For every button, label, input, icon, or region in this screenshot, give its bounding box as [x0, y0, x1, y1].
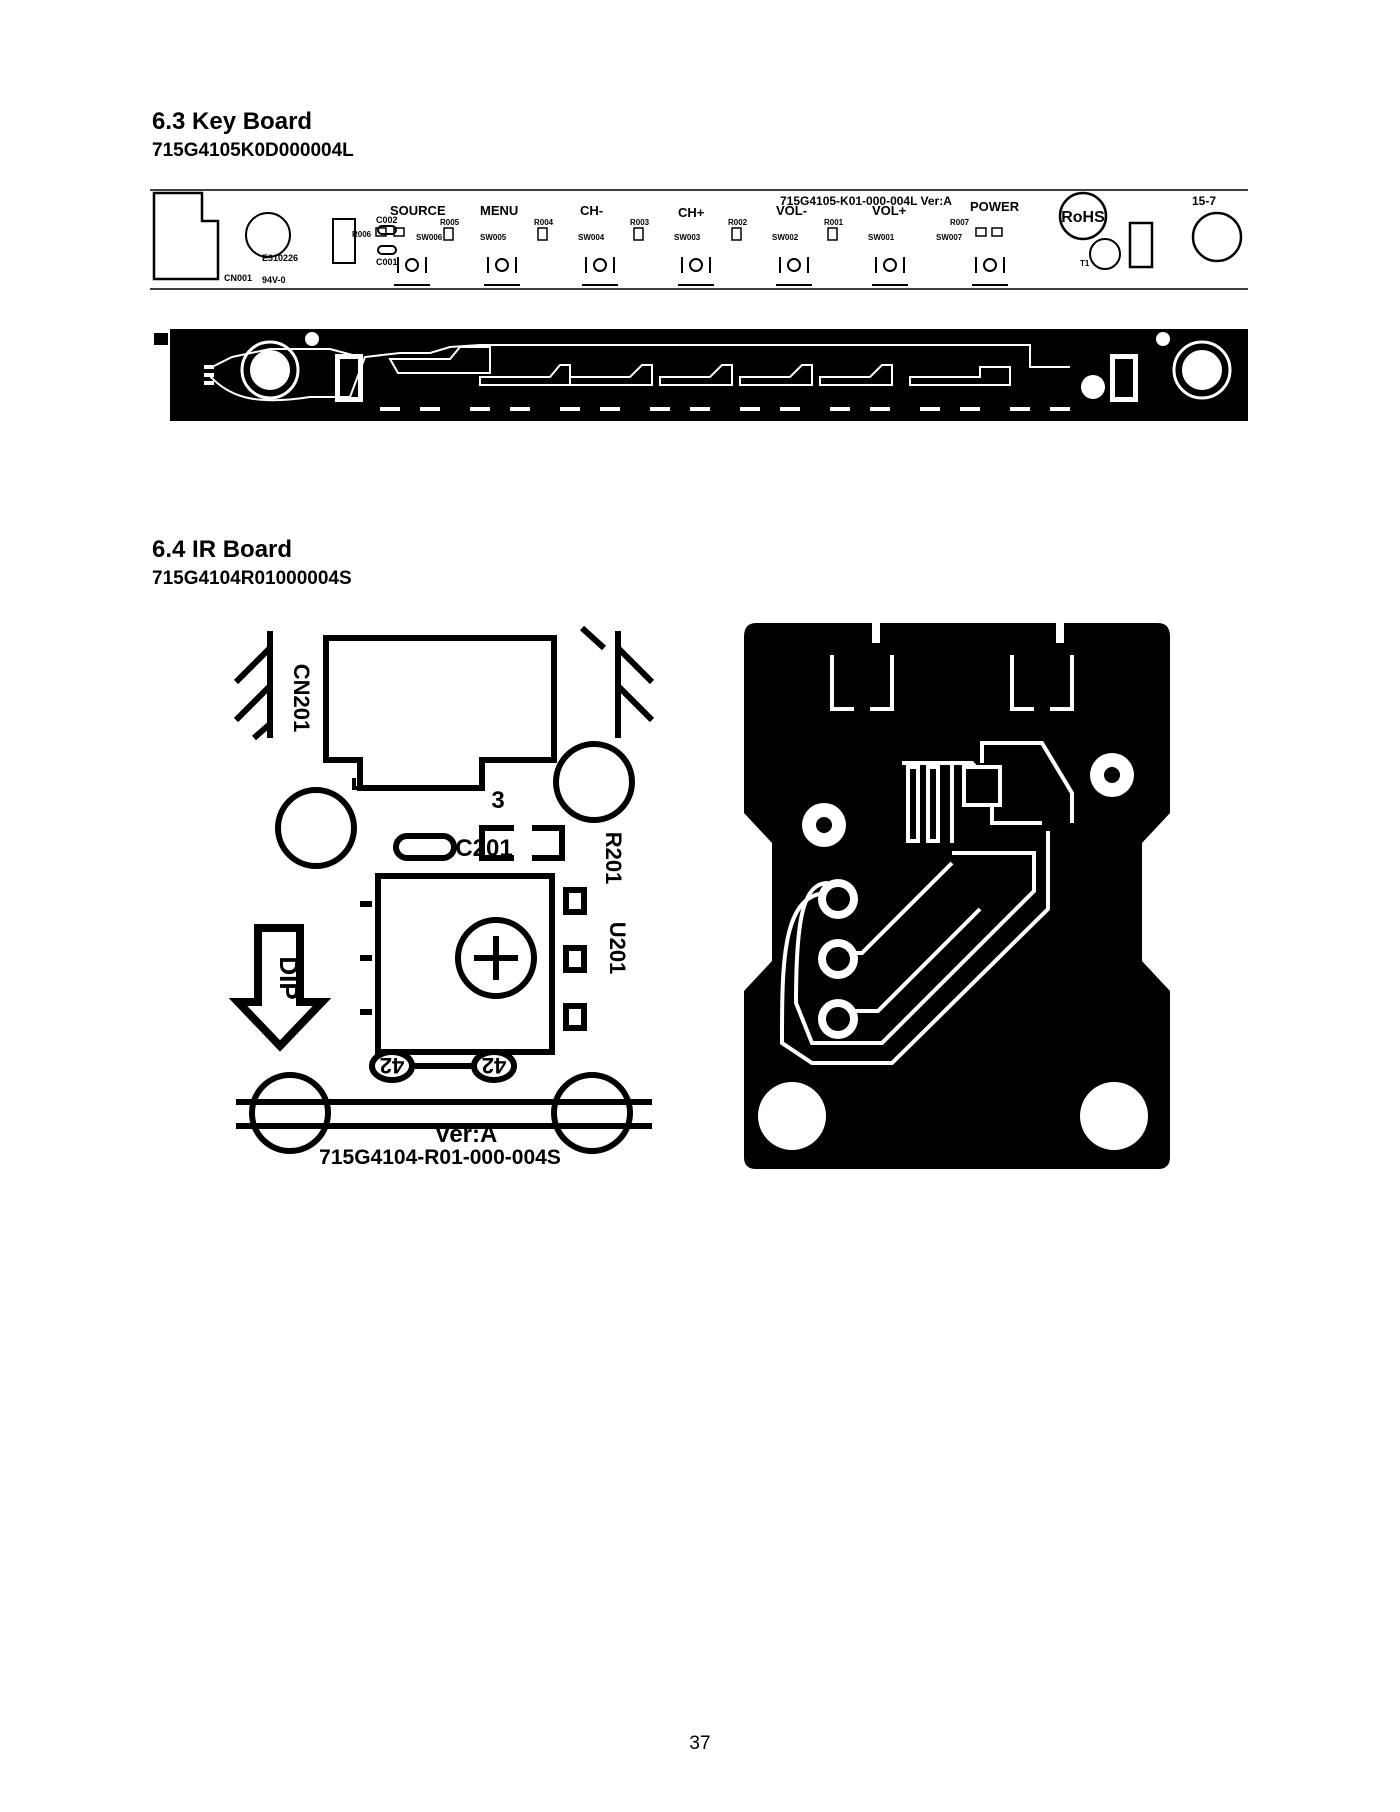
page-number: 37	[689, 1733, 711, 1754]
ir-board-silkscreen-drawing: DIP CN201 3 C201 R201 U201 42 42 Ver:A 7…	[228, 625, 655, 1169]
label-c201: C201	[455, 835, 512, 862]
svg-text:SW007: SW007	[936, 233, 963, 242]
label-r201: R201	[601, 832, 626, 885]
key-board-silkscreen-drawing: C002 C001 CN001 E310226 94V-0 715G4105-K…	[150, 189, 1248, 290]
svg-text:MENU: MENU	[480, 203, 518, 218]
svg-text:CH-: CH-	[580, 203, 603, 218]
key-ch-plus: CH+ R003 SW003	[630, 205, 714, 286]
svg-text:R001: R001	[824, 218, 844, 227]
key-ch-minus: CH- R004 SW004	[534, 203, 618, 286]
ir-board-copper-drawing	[744, 623, 1170, 1169]
label-cn201: CN201	[289, 664, 314, 732]
section-title-ir-board: 6.4 IR Board	[152, 536, 293, 563]
label-ir-board-id: 715G4104-R01-000-004S	[319, 1146, 561, 1169]
svg-text:CH+: CH+	[678, 205, 705, 220]
label-c002: C002	[376, 215, 398, 225]
svg-text:SW006: SW006	[416, 233, 443, 242]
section-title-key-board: 6.3 Key Board	[152, 108, 313, 135]
label-key-board-id: 715G4105-K01-000-004L Ver:A	[780, 194, 952, 208]
key-board-copper-drawing	[150, 329, 1248, 421]
label-t1: T1	[1080, 259, 1090, 268]
svg-text:SW003: SW003	[674, 233, 701, 242]
label-pin-3: 3	[491, 787, 504, 814]
label-u201: U201	[605, 922, 630, 975]
label-ul-mark: 94V-0	[262, 275, 286, 285]
label-ul-code: E310226	[262, 253, 298, 263]
svg-text:SW001: SW001	[868, 233, 895, 242]
label-corner: 15-7	[1192, 194, 1216, 208]
key-menu: MENU R005 SW005	[440, 203, 520, 286]
rohs-logo: RoHS	[1061, 209, 1105, 226]
svg-text:SW005: SW005	[480, 233, 507, 242]
label-ir-version: Ver:A	[435, 1121, 498, 1148]
key-vol-minus: VOL- R002 SW002	[728, 203, 812, 286]
svg-text:R003: R003	[630, 218, 650, 227]
svg-text:R002: R002	[728, 218, 748, 227]
part-number-key-board: 715G4105K0D000004L	[152, 140, 354, 161]
svg-text:SW004: SW004	[578, 233, 605, 242]
svg-text:VOL+: VOL+	[872, 203, 907, 218]
svg-text:R006: R006	[352, 230, 372, 239]
label-dip: DIP	[274, 956, 304, 999]
part-number-ir-board: 715G4104R01000004S	[152, 568, 352, 589]
key-source: SOURCE R006 SW006	[352, 203, 446, 286]
svg-text:R005: R005	[440, 218, 460, 227]
svg-text:SW002: SW002	[772, 233, 799, 242]
label-mark-1: 42	[380, 1053, 404, 1078]
key-power: POWER R007 SW007	[936, 199, 1020, 286]
svg-text:VOL-: VOL-	[776, 203, 807, 218]
svg-text:R007: R007	[950, 218, 970, 227]
svg-text:POWER: POWER	[970, 199, 1020, 214]
svg-text:R004: R004	[534, 218, 554, 227]
label-c001: C001	[376, 257, 398, 267]
key-vol-plus: VOL+ R001 SW001	[824, 203, 908, 286]
svg-text:SOURCE: SOURCE	[390, 203, 446, 218]
label-mark-2: 42	[482, 1053, 506, 1078]
label-cn001: CN001	[224, 273, 252, 283]
